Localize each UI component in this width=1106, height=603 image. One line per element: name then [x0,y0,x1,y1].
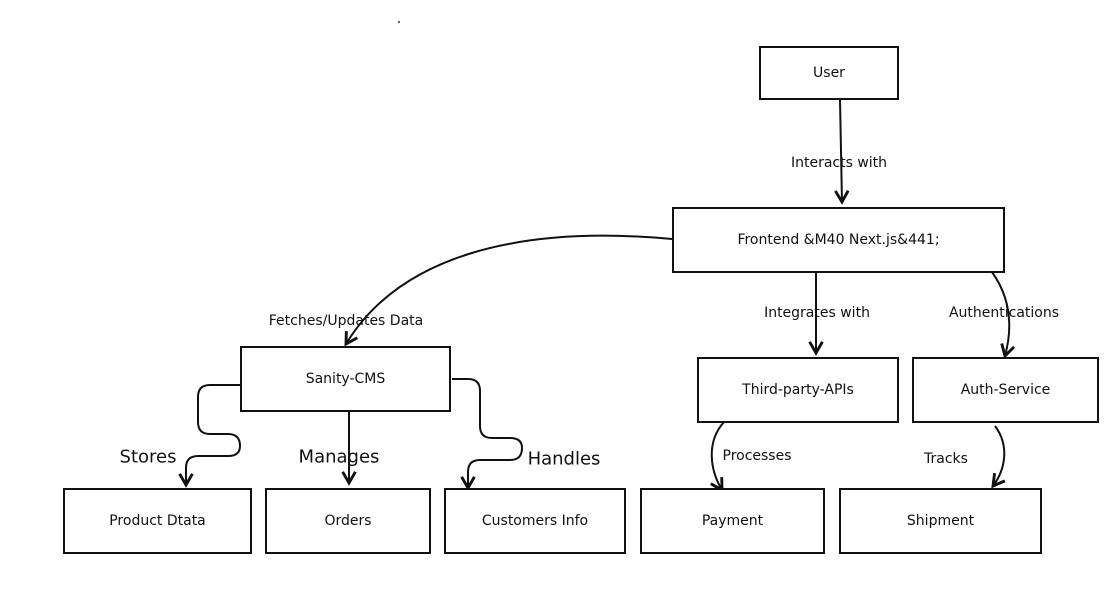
node-frontend: Frontend &M40 Next.js&441; [672,207,1005,273]
edge-label-stores: Stores [119,446,177,468]
edge-thirdparty-payment [710,421,725,493]
edge-label-tracks: Tracks [924,451,968,467]
edge-label-manages: Manages [298,446,380,468]
edge-sanity-product [178,384,242,488]
node-product-data: Product Dtata [63,488,252,554]
node-third-party-apis: Third-party-APIs [697,357,899,423]
edge-label-interacts: Interacts with [790,155,888,171]
node-customers-info: Customers Info [444,488,626,554]
edge-sanity-customers [452,378,524,491]
edge-label-processes: Processes [722,448,792,464]
edge-auth-shipment [991,425,1006,489]
edge-user-frontend [834,99,850,205]
stray-dot [398,21,400,23]
edge-label-authentications: Authentications [948,305,1060,321]
edge-label-fetches: Fetches/Updates Data [268,313,424,329]
node-sanity-cms: Sanity-CMS [240,346,451,412]
edge-frontend-sanity [344,234,673,347]
node-user: User [759,46,899,100]
node-orders: Orders [265,488,431,554]
edge-frontend-auth [991,271,1016,359]
node-shipment: Shipment [839,488,1042,554]
node-payment: Payment [640,488,825,554]
node-auth-service: Auth-Service [912,357,1099,423]
edge-label-integrates: Integrates with [764,305,870,321]
edge-label-handles: Handles [527,448,601,470]
